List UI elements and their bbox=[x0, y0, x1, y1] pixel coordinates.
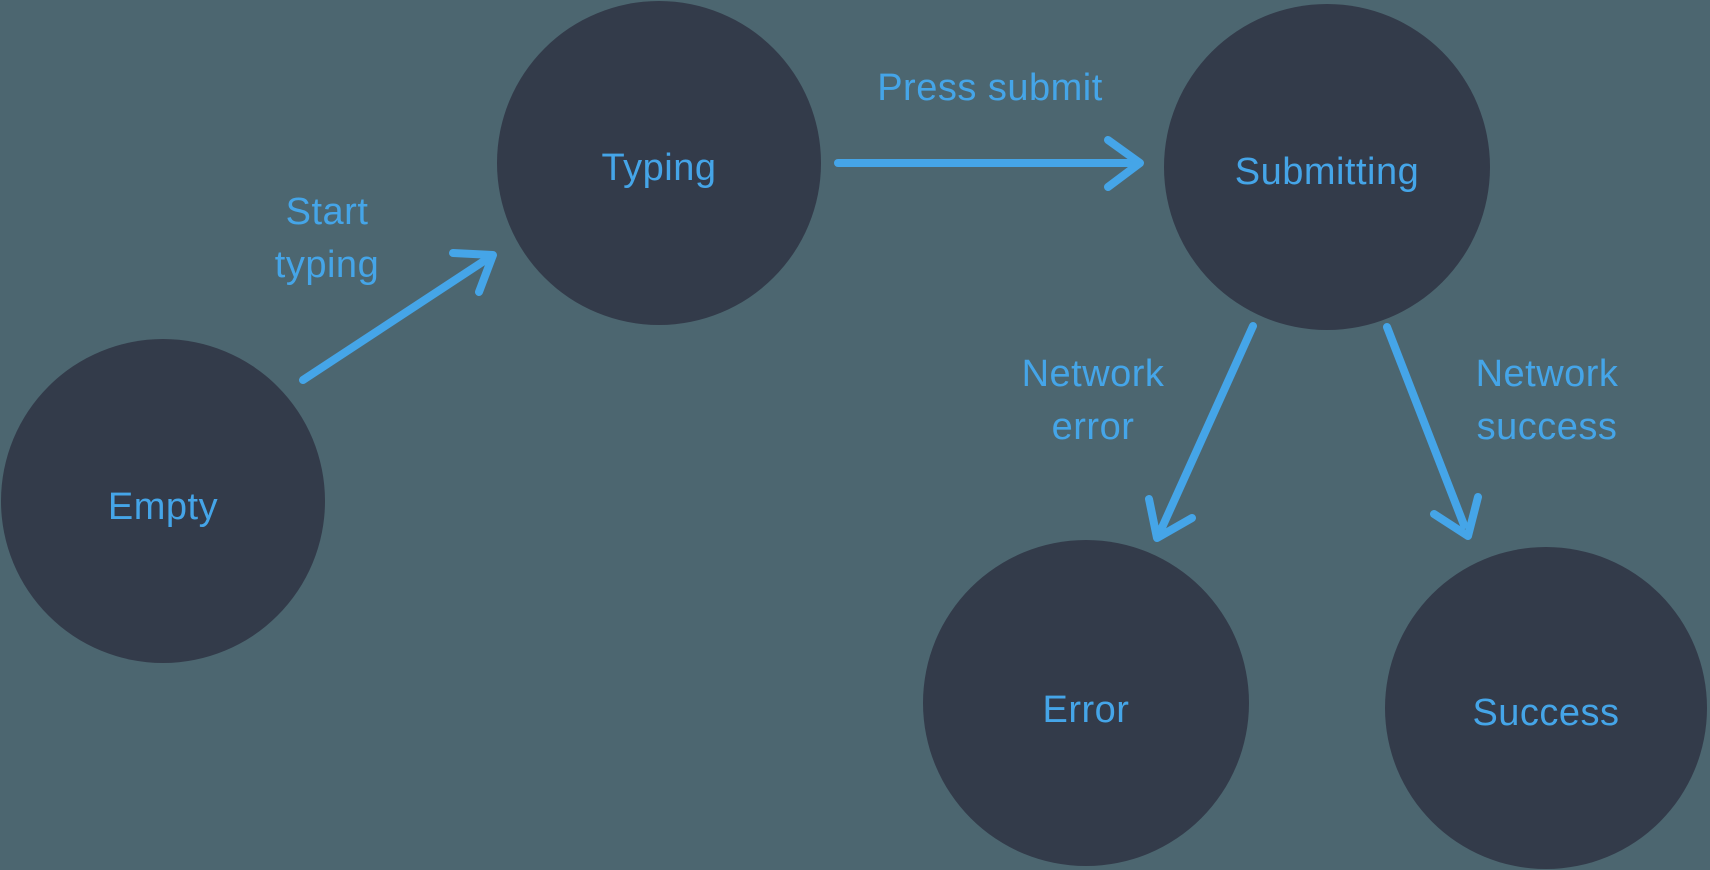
arrowhead-network-error-icon bbox=[1145, 495, 1196, 542]
transition-arrow-network-success bbox=[1383, 323, 1468, 529]
transition-arrow-network-error bbox=[1156, 322, 1257, 536]
state-label-typing: Typing bbox=[602, 147, 717, 189]
arrowhead-network-success-icon bbox=[1430, 493, 1482, 540]
state-circle-typing bbox=[497, 1, 821, 325]
transition-label-press-submit: Press submit bbox=[877, 67, 1103, 109]
transition-label-network-success-line2: success bbox=[1477, 406, 1618, 448]
state-typing: Typing bbox=[497, 1, 821, 325]
state-success: Success bbox=[1385, 547, 1707, 869]
state-error: Error bbox=[923, 540, 1249, 866]
transition-label-network-error-line2: error bbox=[1052, 406, 1135, 448]
transition-press-submit: Press submit bbox=[834, 67, 1144, 191]
state-label-empty: Empty bbox=[108, 486, 218, 528]
arrowhead-start-typing-icon bbox=[449, 249, 497, 296]
state-label-success: Success bbox=[1472, 692, 1619, 734]
transition-network-success: Network success bbox=[1383, 323, 1619, 540]
transition-network-error: Network error bbox=[1022, 322, 1257, 542]
arrowhead-press-submit-icon bbox=[1104, 136, 1144, 191]
state-circle-submitting bbox=[1164, 4, 1490, 330]
transition-start-typing: Start typing bbox=[275, 191, 497, 384]
state-submitting: Submitting bbox=[1164, 4, 1490, 330]
transition-arrow-start-typing bbox=[299, 255, 491, 384]
transition-label-start-typing-line2: typing bbox=[275, 244, 379, 286]
state-label-submitting: Submitting bbox=[1235, 151, 1420, 193]
transition-label-start-typing-line1: Start bbox=[286, 191, 369, 233]
state-label-error: Error bbox=[1043, 689, 1130, 731]
transition-label-network-error-line1: Network bbox=[1022, 353, 1165, 395]
state-circle-success bbox=[1385, 547, 1707, 869]
state-circle-empty bbox=[1, 339, 325, 663]
state-empty: Empty bbox=[1, 339, 325, 663]
state-circle-error bbox=[923, 540, 1249, 866]
transition-label-network-success-line1: Network bbox=[1476, 353, 1619, 395]
